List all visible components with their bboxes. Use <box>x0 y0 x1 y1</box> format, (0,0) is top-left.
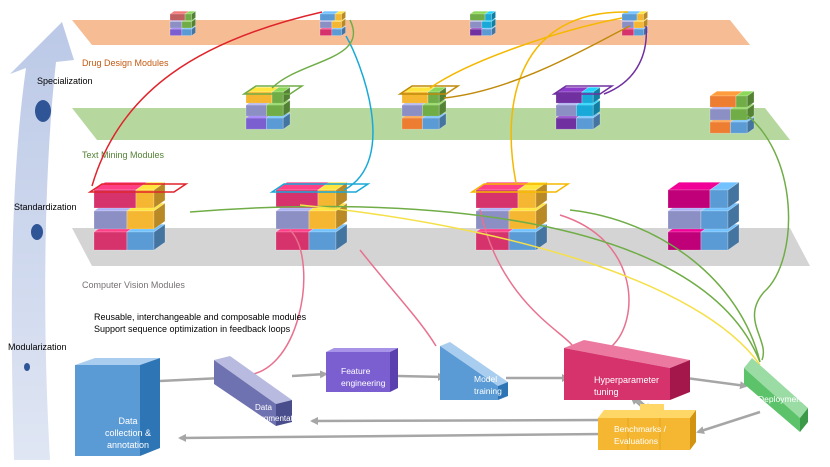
module-cube <box>169 10 197 37</box>
module-highlight <box>269 183 371 193</box>
module-highlight <box>241 85 305 95</box>
axis-label-specialization: Specialization <box>37 76 93 86</box>
stage-feature-engineering-label-1: Feature <box>341 366 371 376</box>
module-cube <box>275 181 348 251</box>
connection-yellow-mid <box>429 17 623 89</box>
module-cube <box>319 10 347 37</box>
drug-design-layer-plane <box>72 20 750 45</box>
specialization-dot <box>35 100 51 122</box>
stage-data-collection-label-2: collection & <box>105 428 151 438</box>
module-cube <box>401 86 447 130</box>
arrow-tuning-to-deployment <box>685 376 748 390</box>
module-cube <box>667 181 740 251</box>
module-cube <box>709 90 755 134</box>
stage-benchmarks-label-2: Evaluations <box>614 436 658 446</box>
arrow-augmentation-to-feature <box>291 370 328 379</box>
stage-benchmarks-label-1: Benchmarks / <box>614 424 667 434</box>
connection-green-right <box>739 109 790 361</box>
arrow-feature-to-training <box>397 372 446 381</box>
stage-data-collection: Data collection & annotation <box>75 358 160 456</box>
text-mining-layer-label: Text Mining Modules <box>82 150 165 160</box>
computer-vision-layer-label: Computer Vision Modules <box>82 280 185 290</box>
axis-arrow <box>10 22 74 460</box>
stage-data-augmentation: Data augmentation <box>214 356 303 426</box>
arrow-collection-to-augmentation <box>159 374 224 383</box>
connection-yellow-top <box>510 11 629 184</box>
stage-data-collection-label-1: Data <box>118 416 137 426</box>
stage-model-training-label-2: training <box>474 386 502 396</box>
module-cube <box>621 10 649 37</box>
note-feedback: Support sequence optimization in feedbac… <box>94 324 291 334</box>
pipeline-stages: Data collection & annotation Data augmen… <box>75 340 808 456</box>
connection-red <box>91 11 323 187</box>
stage-deployment-label: Deployment <box>758 394 804 404</box>
standardization-dot <box>31 224 43 240</box>
module-highlight <box>551 85 615 95</box>
stage-hyperparameter-tuning-label-2: tuning <box>594 387 619 397</box>
connection-green-top <box>271 19 355 89</box>
module-cube <box>555 86 601 130</box>
module-highlight <box>87 183 189 193</box>
stage-data-augmentation-label-1: Data <box>255 403 272 412</box>
module-cubes <box>87 10 755 251</box>
progression-axis: Specialization Standardization Modulariz… <box>8 22 93 460</box>
arrow-benchmarks-to-collection <box>178 432 605 442</box>
connection-pink-2 <box>359 249 437 347</box>
module-connections <box>91 11 790 376</box>
axis-label-standardization: Standardization <box>14 202 77 212</box>
module-highlight <box>469 183 571 193</box>
stage-data-collection-label-3: annotation <box>107 440 149 450</box>
stage-hyperparameter-tuning-label-1: Hyperparameter <box>594 375 659 385</box>
stage-feature-engineering: Feature engineering <box>326 348 398 392</box>
note-reusable: Reusable, interchangeable and composable… <box>94 312 307 322</box>
module-cube <box>469 10 497 37</box>
stage-hyperparameter-tuning: Hyperparameter tuning <box>564 340 690 400</box>
stage-model-training: Model training <box>440 342 508 400</box>
arrow-deployment-to-benchmarks <box>696 410 761 434</box>
connection-purple <box>603 25 648 95</box>
drug-design-layer-label: Drug Design Modules <box>82 58 169 68</box>
module-cube <box>93 181 166 251</box>
connection-cyan <box>343 35 374 191</box>
connection-pink-1 <box>239 229 305 376</box>
connection-pink-4 <box>559 214 630 347</box>
modularization-dot <box>24 363 30 371</box>
stage-benchmarks: Benchmarks / Evaluations <box>598 404 696 450</box>
stage-feature-engineering-label-2: engineering <box>341 378 386 388</box>
module-cube <box>245 86 291 130</box>
module-highlight <box>397 85 461 95</box>
connection-green-long <box>189 205 761 363</box>
stage-data-augmentation-label-2: augmentation <box>255 414 303 423</box>
stage-deployment: Deployment <box>744 358 808 432</box>
connection-pink-3 <box>479 209 573 346</box>
stage-model-training-label-1: Model <box>474 374 497 384</box>
module-cube <box>475 181 548 251</box>
connection-brown <box>443 25 631 99</box>
axis-label-modularization: Modularization <box>8 342 67 352</box>
arrow-benchmarks-to-augmentation <box>310 416 605 425</box>
connection-yellow-long <box>299 204 761 366</box>
connection-green-mid <box>569 209 761 363</box>
computer-vision-layer-plane <box>72 228 810 266</box>
